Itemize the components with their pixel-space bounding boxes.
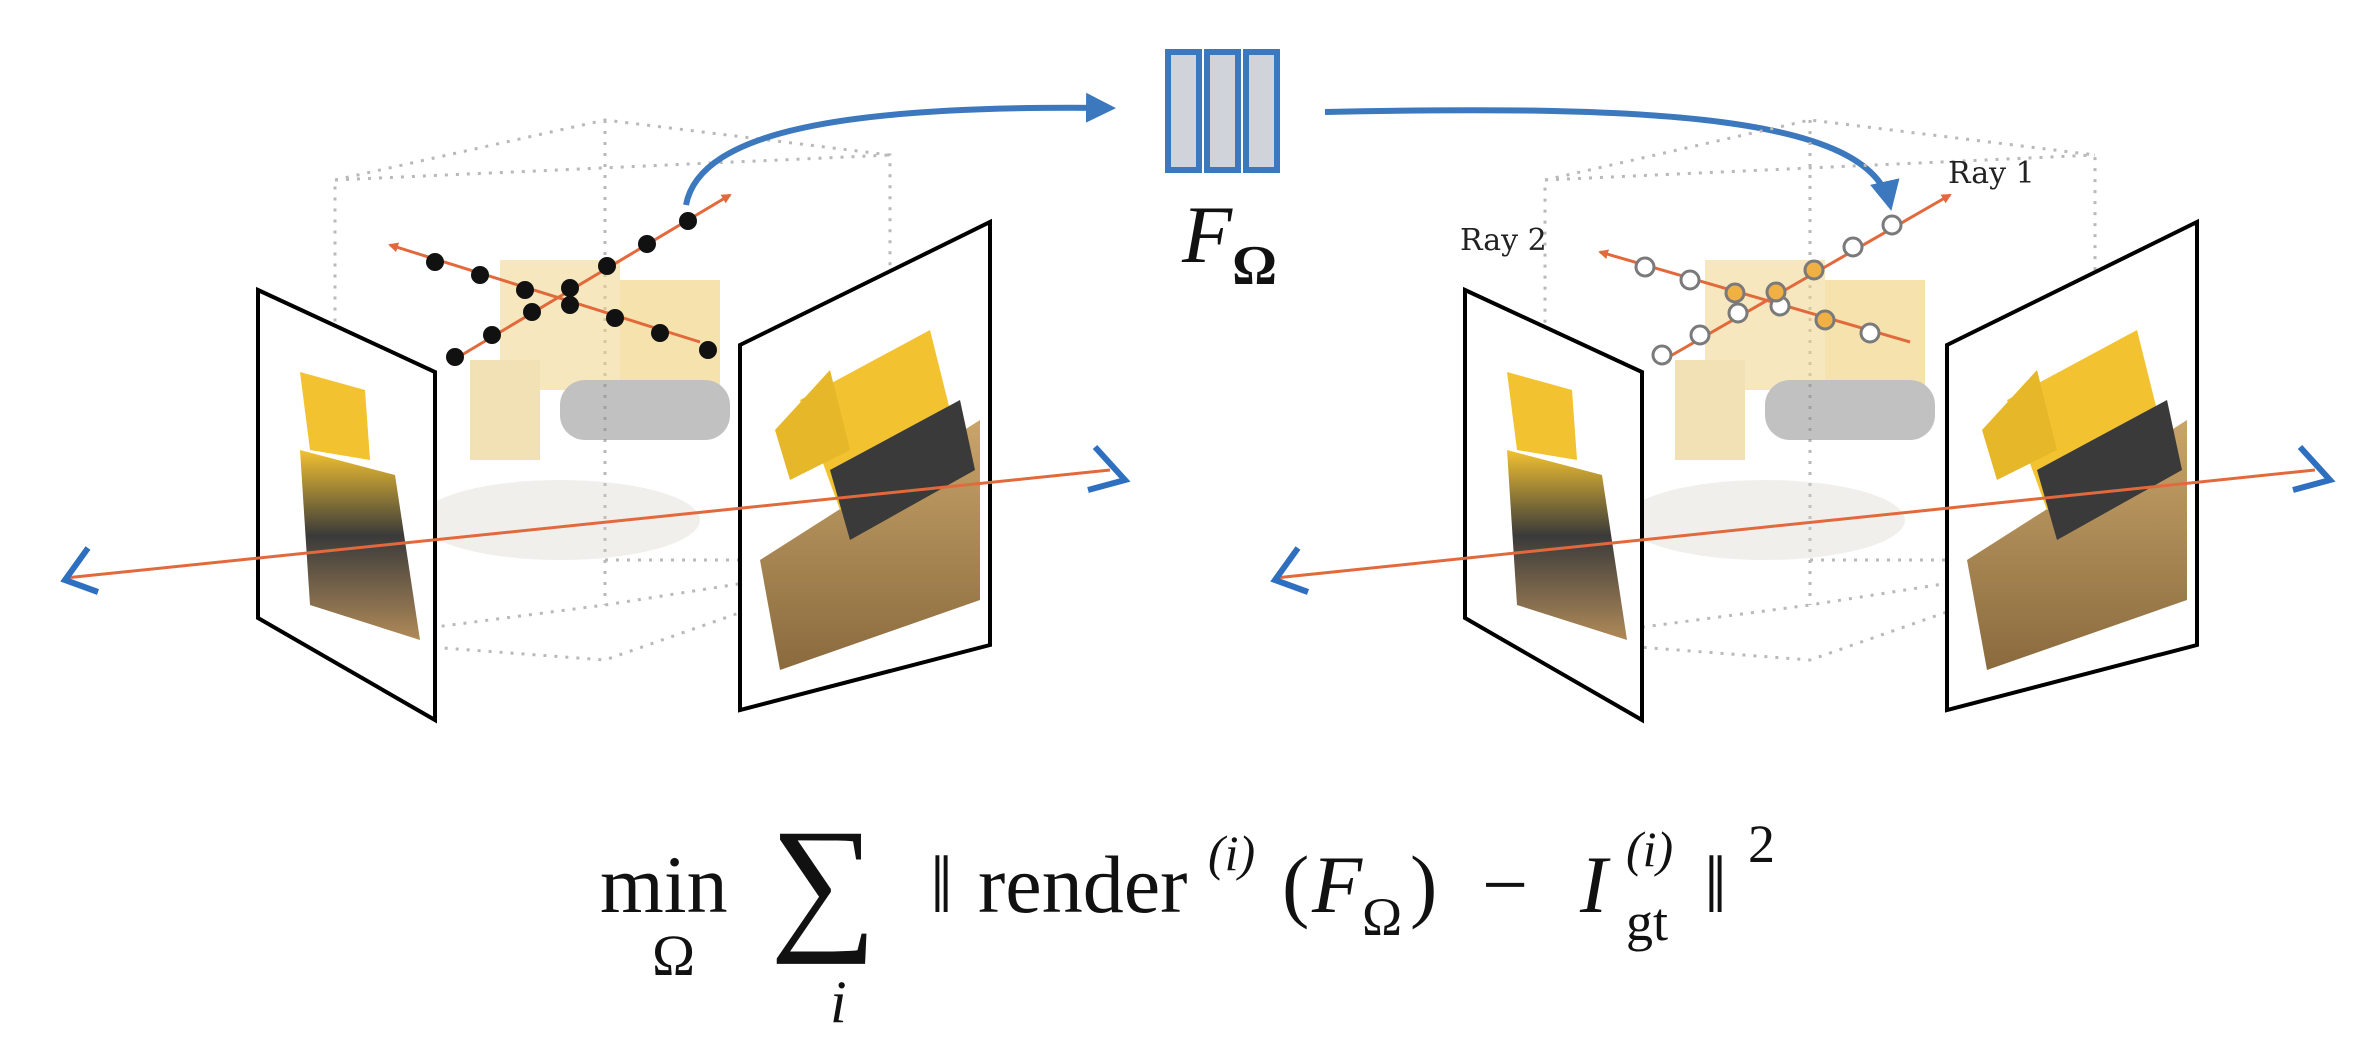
network-layer-3 xyxy=(1243,49,1280,173)
sample-point-highlight xyxy=(1765,281,1787,303)
sample-point xyxy=(516,281,534,299)
network-symbol-main: F xyxy=(1181,189,1233,280)
formula-min-sub: Ω xyxy=(652,923,695,988)
network-layer-1 xyxy=(1165,49,1202,173)
sample-point xyxy=(1881,214,1903,236)
left-back-image-plane xyxy=(738,218,992,713)
right-back-image-plane xyxy=(1945,218,2199,713)
ray-1-label: Ray 1 xyxy=(1948,156,2035,191)
formula-minus: − xyxy=(1482,839,1528,930)
sample-point xyxy=(446,348,464,366)
sample-point xyxy=(1842,236,1864,258)
diagram-svg: FΩ xyxy=(60,49,2336,724)
sample-point xyxy=(699,341,717,359)
sample-point xyxy=(1689,324,1711,346)
formula-min: min xyxy=(600,839,728,930)
left-panel xyxy=(60,118,1131,724)
right-volume-object xyxy=(1625,260,1935,560)
left-sample-points xyxy=(426,212,717,366)
sample-point xyxy=(471,266,489,284)
network-symbol-sub: Ω xyxy=(1232,235,1277,297)
formula-I-sup: (i) xyxy=(1626,821,1673,877)
formula-paren-open: ( xyxy=(1282,839,1309,930)
arrow-from-network xyxy=(1324,107,1900,211)
sample-point xyxy=(1859,322,1881,344)
formula-F-sub: Ω xyxy=(1362,887,1402,947)
right-front-image-plane xyxy=(1463,286,1644,724)
formula-F: F xyxy=(1311,839,1363,930)
formula-render-sup: (i) xyxy=(1208,825,1255,881)
sample-point-highlight xyxy=(1724,282,1746,304)
sample-point xyxy=(638,235,656,253)
left-volume-object xyxy=(420,260,730,560)
sample-point xyxy=(561,296,579,314)
sample-point xyxy=(561,279,579,297)
sample-point xyxy=(426,253,444,271)
right-sample-points xyxy=(1634,214,1903,366)
formula-norm-close: ‖ xyxy=(1704,839,1727,930)
sample-point xyxy=(1727,302,1749,324)
sample-point-highlight xyxy=(1814,309,1836,331)
network-symbol: FΩ xyxy=(1181,189,1277,297)
sample-point xyxy=(1634,256,1656,278)
sample-point xyxy=(1651,344,1673,366)
network-block: FΩ xyxy=(1165,49,1280,297)
formula-sum-sub: i xyxy=(830,969,847,1035)
sample-point xyxy=(483,326,501,344)
formula-power: 2 xyxy=(1748,814,1775,874)
left-ray-long xyxy=(64,468,1111,580)
right-panel: Ray 1 Ray 2 xyxy=(1270,118,2336,724)
left-front-image-plane xyxy=(256,286,437,724)
sample-point xyxy=(598,257,616,275)
left-camera-front xyxy=(60,546,100,595)
left-camera-back xyxy=(1087,444,1131,493)
sample-point-highlight xyxy=(1803,259,1825,281)
sample-point xyxy=(1679,269,1701,291)
right-camera-back xyxy=(2292,444,2336,493)
sample-point xyxy=(606,309,624,327)
objective-formula: min Ω ∑ i ‖ render (i) ( F Ω ) − I (i) g… xyxy=(600,800,1775,1035)
sample-point xyxy=(651,324,669,342)
formula-I: I xyxy=(1579,839,1611,930)
network-layer-2 xyxy=(1204,49,1241,173)
formula-norm-open: ‖ xyxy=(930,839,953,930)
sample-point xyxy=(679,212,697,230)
formula-I-sub: gt xyxy=(1626,892,1668,952)
right-ray-long xyxy=(1274,468,2316,580)
right-camera-front xyxy=(1270,546,1310,595)
formula-paren-close: ) xyxy=(1410,839,1437,930)
formula-sum: ∑ xyxy=(770,800,877,965)
sample-point xyxy=(523,303,541,321)
arrow-to-network xyxy=(683,92,1116,206)
ray-2-label: Ray 2 xyxy=(1460,223,1547,258)
formula-render: render xyxy=(978,839,1187,930)
